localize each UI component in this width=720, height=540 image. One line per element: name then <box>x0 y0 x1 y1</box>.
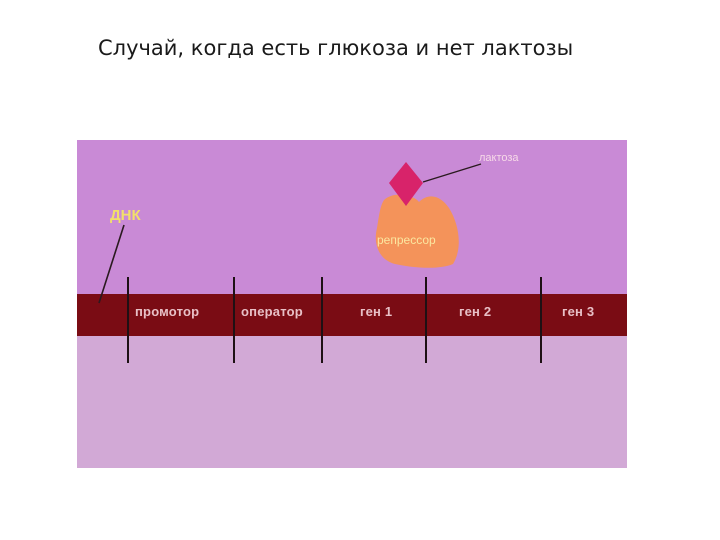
segment-label-gene2: ген 2 <box>459 304 492 319</box>
lac-operon-diagram: промотор оператор ген 1 ген 2 ген 3 ДНК … <box>77 140 627 468</box>
segment-label-gene3: ген 3 <box>562 304 595 319</box>
diagram-shapes <box>98 162 482 304</box>
segment-divider <box>540 277 542 363</box>
dna-label: ДНК <box>110 207 141 224</box>
lactose-pointer-line <box>422 163 482 183</box>
lactose-shape <box>389 162 423 206</box>
dna-pointer-line <box>98 224 125 304</box>
segment-divider <box>233 277 235 363</box>
background-upper <box>77 140 627 294</box>
segment-divider <box>321 277 323 363</box>
lactose-label: лактоза <box>479 152 519 164</box>
segment-label-gene1: ген 1 <box>360 304 393 319</box>
segment-label-promoter: промотор <box>135 304 200 319</box>
dna-strand <box>77 294 627 336</box>
segment-label-operator: оператор <box>241 304 303 319</box>
segment-divider <box>127 277 129 363</box>
repressor-shape <box>375 194 459 268</box>
repressor-label: репрессор <box>377 233 436 247</box>
slide-title: Случай, когда есть глюкоза и нет лактозы <box>98 36 574 60</box>
segment-divider <box>425 277 427 363</box>
